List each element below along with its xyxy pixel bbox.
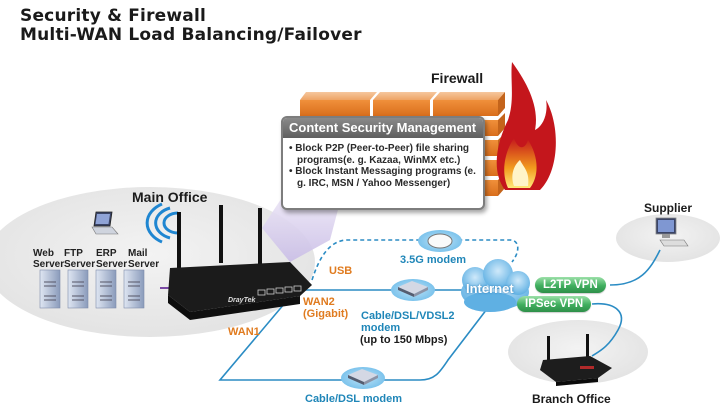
title-line-1: Security & Firewall: [20, 6, 207, 26]
wan2-label-line1: WAN2: [303, 296, 335, 308]
cable-modem-label: Cable/DSL modem: [305, 393, 402, 405]
wan2-label: WAN2 (Gigabit): [303, 296, 348, 320]
usb-label: USB: [329, 265, 353, 277]
content-security-item: • Block Instant Messaging programs (e. g…: [289, 166, 476, 189]
content-security-list: • Block P2P (Peer-to-Peer) file sharing …: [283, 138, 483, 189]
wifi-waves-icon: [145, 202, 179, 244]
branch-link: [591, 303, 623, 357]
3g-modem-icon: [427, 233, 453, 249]
mail-server-label-line2: Server: [128, 259, 160, 270]
web-server-label: Web Server: [33, 248, 64, 270]
ftp-server-icon: [67, 269, 89, 309]
ipsec-vpn-tunnel: IPSec VPN: [517, 296, 592, 312]
web-server-icon: [39, 269, 61, 309]
l2tp-vpn-tunnel: L2TP VPN: [535, 277, 606, 293]
mail-server-icon: [123, 269, 145, 309]
branch-office-label: Branch Office: [532, 392, 611, 406]
vdsl-modem-label-line2: modem: [361, 322, 401, 334]
mail-server-label-line1: Mail: [128, 248, 148, 259]
main-office-label: Main Office: [132, 189, 208, 205]
firewall-label: Firewall: [431, 70, 484, 86]
erp-server-label: ERP Server: [96, 248, 127, 270]
erp-server-label-line2: Server: [96, 259, 128, 270]
cable-modem-icon: [348, 369, 378, 385]
3g-modem-label: 3.5G modem: [400, 254, 467, 266]
web-server-label-line2: Server: [33, 259, 65, 270]
ftp-server-label-line1: FTP: [64, 248, 83, 259]
security-beam: [262, 196, 340, 262]
branch-router-icon: [540, 334, 612, 386]
wan1-link: [218, 296, 491, 381]
web-server-label-line1: Web: [33, 248, 54, 259]
wan1-label: WAN1: [228, 326, 260, 338]
main-router-icon: DrayTek: [168, 205, 312, 320]
content-security-heading: Content Security Management: [283, 118, 483, 138]
supplier-label: Supplier: [644, 201, 693, 215]
erp-server-label-line1: ERP: [96, 248, 117, 259]
usb-3g-link: [311, 239, 519, 281]
internet-cloud-icon: [461, 259, 530, 312]
internet-label: Internet: [466, 281, 514, 296]
mail-server-label: Mail Server: [128, 248, 159, 270]
flame-icon: [496, 62, 556, 190]
wan2-label-line2: (Gigabit): [303, 308, 349, 320]
firewall-wall: [300, 92, 505, 196]
vdsl-modem-label: Cable/DSL/VDSL2 modem: [361, 310, 455, 334]
router-brand: DrayTek: [228, 297, 256, 304]
server-icons: [39, 269, 145, 309]
vdsl-speed-label: (up to 150 Mbps): [360, 334, 448, 346]
title-line-2: Multi-WAN Load Balancing/Failover: [20, 25, 362, 45]
vdsl-modem-icon: [398, 281, 428, 297]
vdsl-modem-label-line1: Cable/DSL/VDSL2: [361, 310, 455, 322]
supplier-pc-icon: [655, 217, 689, 247]
content-security-item: • Block P2P (Peer-to-Peer) file sharing …: [289, 143, 470, 166]
laptop-icon: [91, 211, 119, 235]
ftp-server-label-line2: Server: [64, 259, 96, 270]
ftp-server-label: FTP Server: [64, 248, 95, 270]
erp-server-icon: [95, 269, 117, 309]
content-security-panel: Content Security Management • Block P2P …: [281, 116, 485, 210]
supplier-link: [609, 249, 661, 286]
